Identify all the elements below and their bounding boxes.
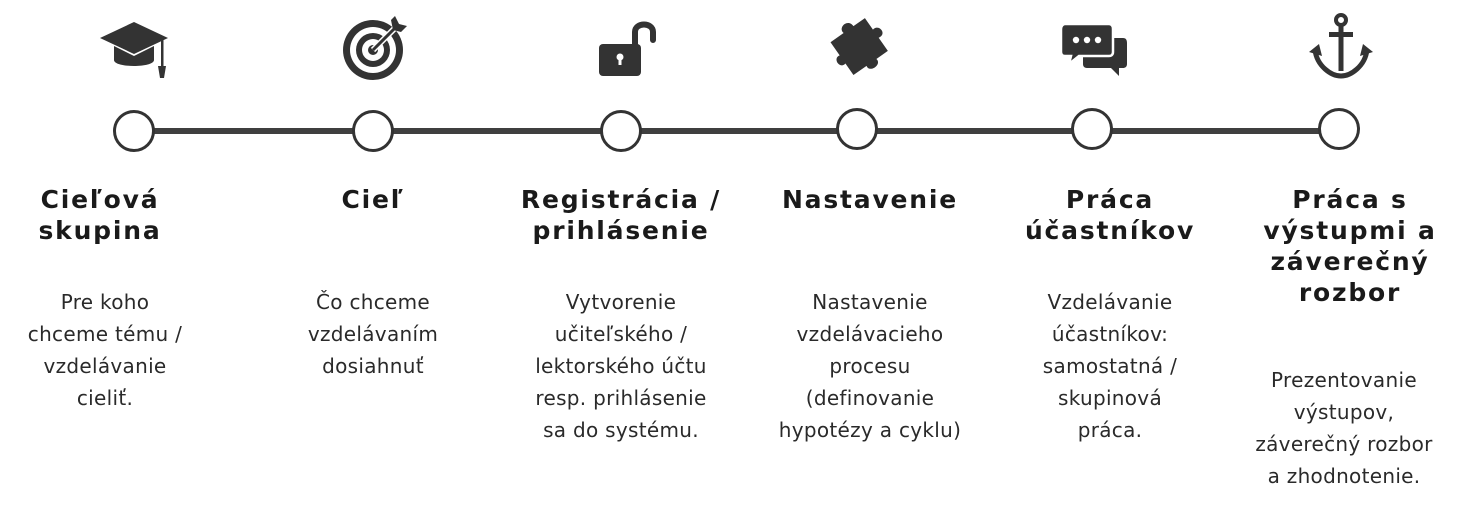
timeline-node-5 <box>1071 108 1113 150</box>
timeline-node-1 <box>113 110 155 152</box>
step-4-title: Nastavenie <box>781 185 959 214</box>
timeline-node-2 <box>352 110 394 152</box>
step-6-title: Práca s výstupmi a záverečný rozbor <box>1263 185 1437 307</box>
anchor-icon <box>1305 10 1377 82</box>
step-6-description: Prezentovanie výstupov, záverečný rozbor… <box>1255 368 1433 488</box>
step-5-description: Vzdelávanie účastníkov: samostatná / sku… <box>1042 290 1178 442</box>
unlock-icon <box>589 12 661 84</box>
target-icon <box>337 12 409 84</box>
timeline-connector <box>134 128 1340 134</box>
timeline-node-6 <box>1318 108 1360 150</box>
step-5-title: Práca účastníkov <box>1024 185 1196 245</box>
graduation-cap-icon <box>98 12 170 84</box>
step-2-description: Čo chceme vzdelávaním dosiahnuť <box>307 290 439 378</box>
step-3-title: Registrácia / prihlásenie <box>520 185 722 245</box>
step-2-title: Cieľ <box>341 185 405 214</box>
timeline-node-4 <box>836 108 878 150</box>
puzzle-piece-icon <box>824 8 896 80</box>
chat-bubbles-icon <box>1059 12 1131 84</box>
step-1-title: Cieľová skupina <box>38 185 162 245</box>
step-4-description: Nastavenie vzdelávacieho procesu (defino… <box>778 290 962 442</box>
step-1-description: Pre koho chceme tému / vzdelávanie cieli… <box>27 290 183 410</box>
timeline-node-3 <box>600 110 642 152</box>
step-3-description: Vytvorenie učiteľského / lektorského účt… <box>535 290 707 442</box>
